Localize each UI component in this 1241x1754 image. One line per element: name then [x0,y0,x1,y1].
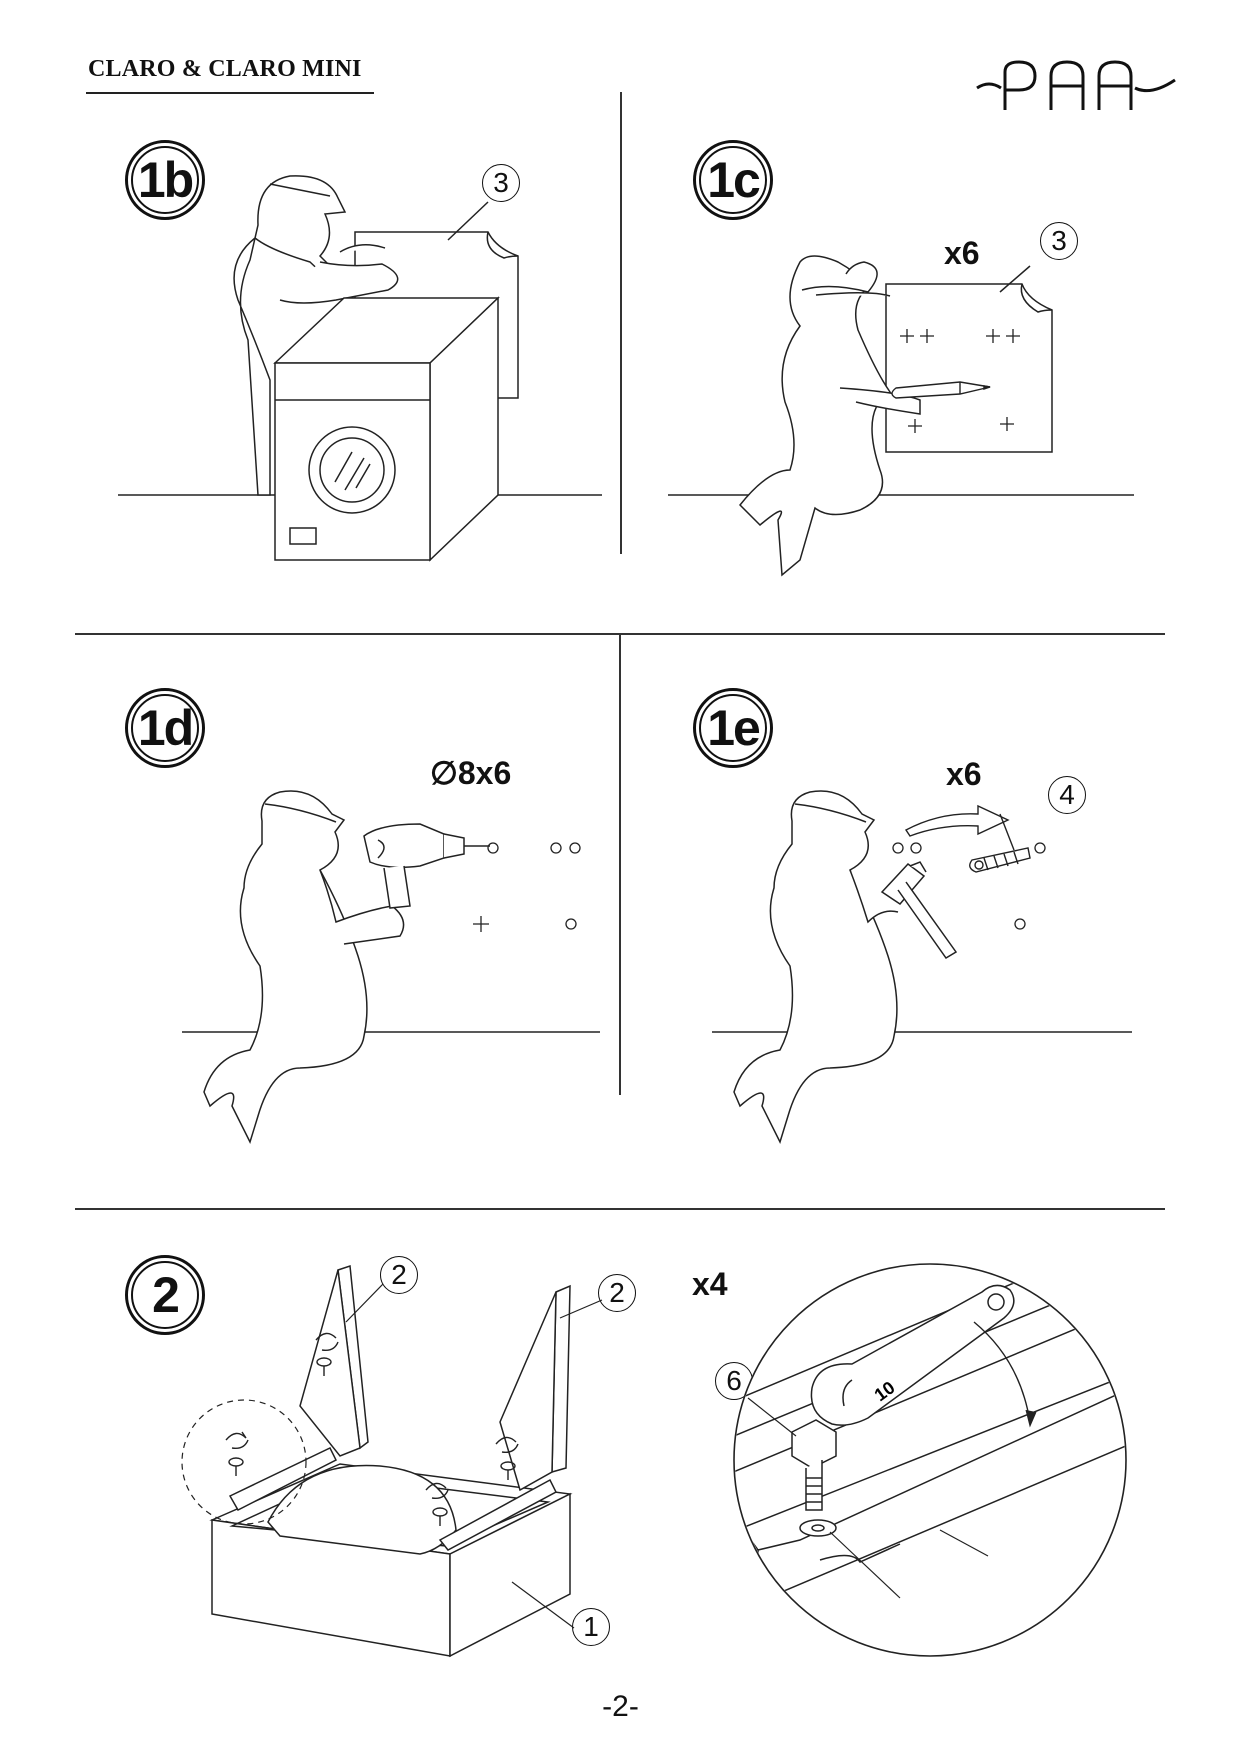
arrow-icon [904,804,1010,837]
quantity-label: x6 [946,756,982,792]
leader-lines [345,1283,989,1629]
step-badge-2: 2 [125,1255,205,1335]
pencil-icon [891,381,991,399]
step-2-illustration: 10 [181,1263,1127,1658]
step-1c-panel: 1c x6 3 [620,0,1240,630]
step-2-panel: 2 x4 2 2 1 6 2 7 [0,1210,1241,1680]
rotate-arrow-icon [225,1332,519,1526]
wall-plug-icon [969,813,1031,873]
step-badge-1e: 1e [693,688,773,768]
step-1c-illustration [668,255,1134,577]
person-icon [738,255,921,577]
washing-machine-icon [273,296,500,562]
step-1b-illustration [118,175,602,562]
detail-callout-circle [181,1399,307,1525]
drill-icon [363,823,490,909]
bolt-icon [791,1419,837,1511]
step-1d-illustration [182,790,600,1145]
hammer-icon [880,861,958,960]
step-badge-1d: 1d [125,688,205,768]
callout-part-2-left: 2 [380,1256,418,1294]
step-badge-1b: 1b [125,140,205,220]
quantity-label: x4 [692,1266,728,1302]
hole-markings [892,842,1046,930]
callout-part-4: 4 [1048,776,1086,814]
detail-view: 10 [733,1263,1127,1657]
step-1b-panel: 1b 3 [0,0,620,630]
step-1e-panel: 1e x6 4 [620,636,1240,1206]
callout-part-3: 3 [1040,222,1078,260]
page-number: -2- [602,1690,639,1723]
title-underline [86,92,374,94]
quantity-label: x6 [944,235,980,271]
document-title: CLARO & CLARO MINI [88,56,362,82]
step-badge-1c: 1c [693,140,773,220]
template-sheet-icon [885,265,1053,453]
person-icon [233,175,399,496]
person-icon [733,790,899,1145]
washer-icon [799,1519,837,1537]
callout-part-3: 3 [482,164,520,202]
step-1e-illustration [712,790,1132,1145]
person-icon [203,790,405,1145]
brand-logo [976,60,1176,110]
divider-row1 [75,633,1165,635]
wrench-icon [810,1284,1015,1426]
divider-top-vertical [620,92,622,554]
divider-row2 [75,1208,1165,1210]
drill-diameter-label: ∅8x6 [430,755,512,791]
callout-part-2-right: 2 [598,1274,636,1312]
hole-markings [473,842,581,932]
step-1d-panel: 1d ∅8x6 [0,636,620,1206]
frame-part-1 [209,1463,573,1658]
divider-mid-vertical [619,635,621,1095]
